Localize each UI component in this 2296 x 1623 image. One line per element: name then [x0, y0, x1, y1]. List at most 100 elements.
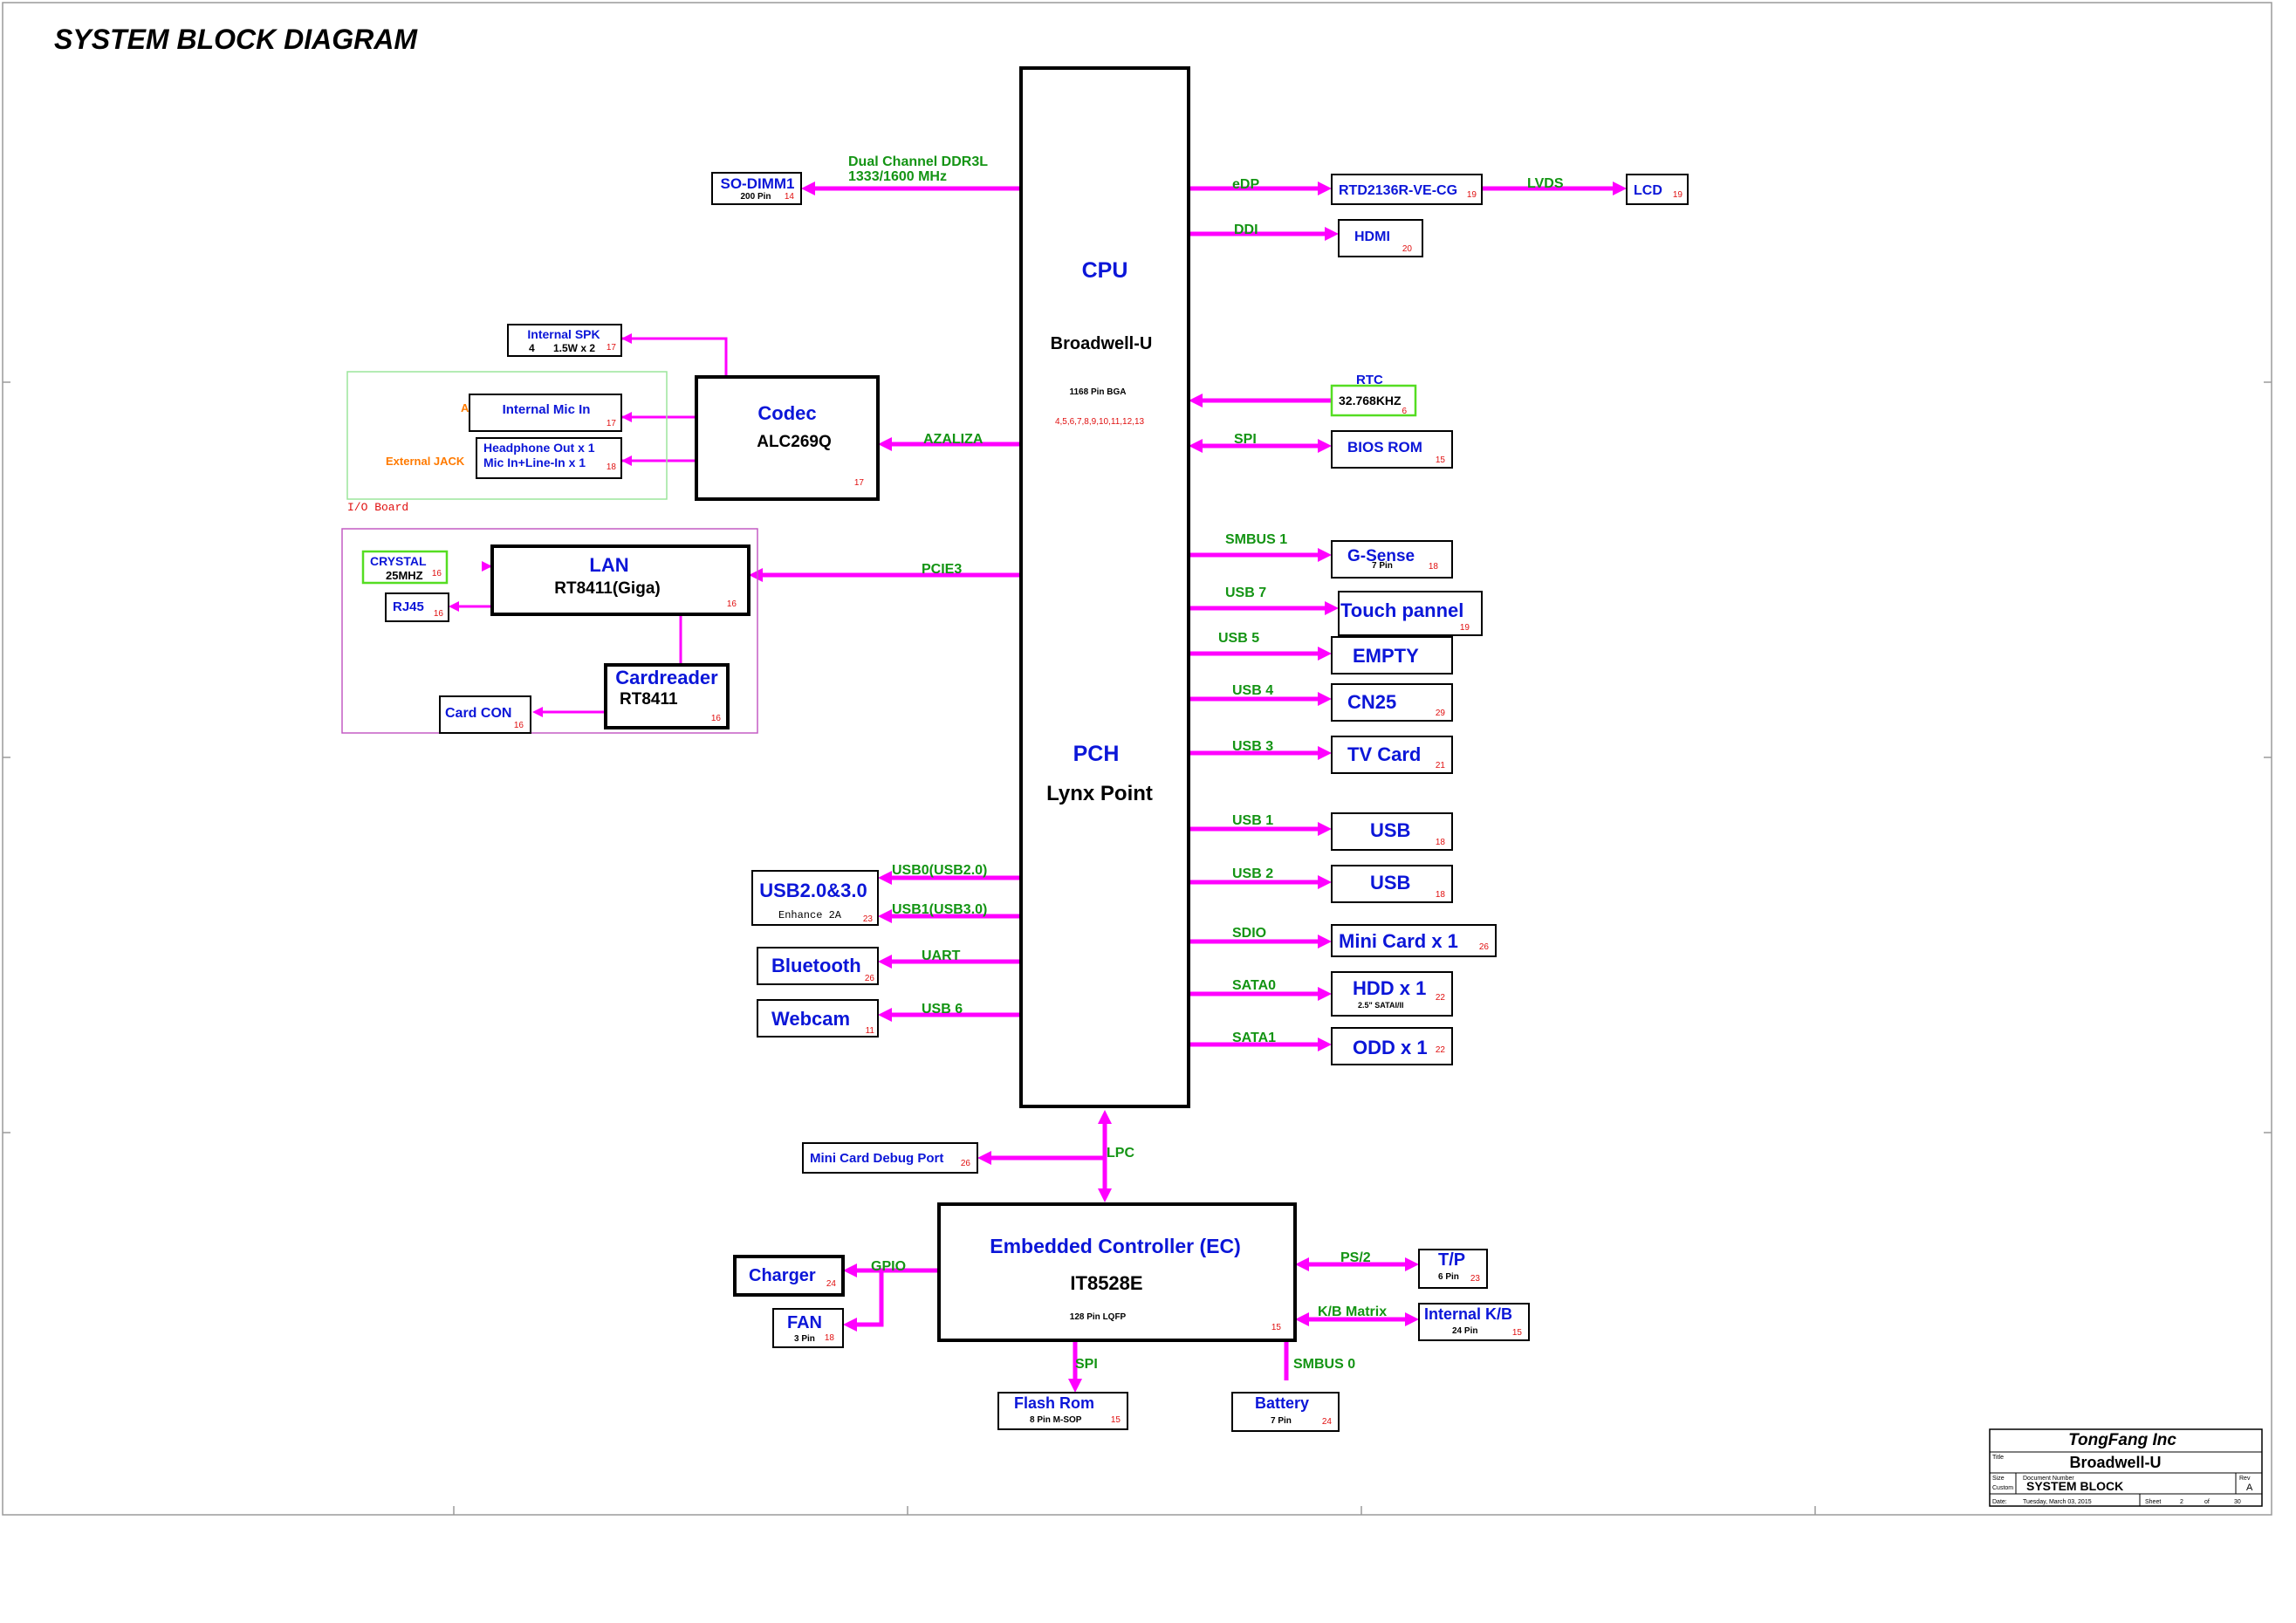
debug-port-box: Mini Card Debug Port 26 — [802, 1142, 978, 1174]
lcd-page: 19 — [1673, 190, 1683, 200]
rtc-crystal-name: 32.768KHZ — [1339, 394, 1402, 407]
rj45-page: 16 — [434, 609, 444, 619]
fan-box: FAN 3 Pin 18 — [772, 1308, 844, 1348]
rev-caption: Rev — [2239, 1476, 2251, 1482]
fan-page: 18 — [825, 1333, 835, 1343]
rj45-name: RJ45 — [393, 599, 424, 614]
port-page: 19 — [1460, 623, 1470, 633]
touchpad-sub: 6 Pin — [1438, 1272, 1459, 1282]
port-name: ODD x 1 — [1353, 1037, 1428, 1058]
flash-rom-name: Flash Rom — [1014, 1394, 1094, 1412]
touchpad-page: 23 — [1470, 1274, 1481, 1284]
ec-name: IT8528E — [1070, 1272, 1142, 1294]
pcie3-label: PCIE3 — [922, 562, 962, 577]
rtd-box: RTD2136R-VE-CG 19 — [1331, 174, 1483, 205]
bios-spi-label: SPI — [1234, 432, 1257, 447]
headphone-line2: Mic In+Line-In x 1 — [483, 455, 586, 469]
hdmi-name: HDMI — [1354, 229, 1390, 244]
diagram-title: SYSTEM BLOCK DIAGRAM — [54, 24, 418, 55]
codec-page: 17 — [854, 478, 865, 488]
port-bus-label: USB 2 — [1232, 866, 1273, 881]
headphone-box: Headphone Out x 1 Mic In+Line-In x 1 18 — [476, 437, 622, 479]
flash-rom-page: 15 — [1111, 1415, 1121, 1425]
ec-page: 15 — [1271, 1323, 1282, 1332]
crystal-name: CRYSTAL — [370, 554, 427, 568]
port-page: 22 — [1436, 993, 1446, 1003]
io-board-label: I/O Board — [347, 501, 408, 514]
touchpad-name: T/P — [1438, 1250, 1465, 1270]
bluetooth-page: 26 — [865, 974, 875, 983]
ddi-label: DDI — [1234, 223, 1258, 237]
internal-spk-count: 4 — [529, 342, 535, 354]
g-sense-box: G-Sense 7 Pin 18 — [1331, 540, 1453, 579]
port-bus-label: USB 3 — [1232, 739, 1273, 754]
codec-label: Codec — [757, 402, 816, 424]
hdmi-box: HDMI 20 — [1338, 219, 1423, 257]
card-con-page: 16 — [514, 721, 524, 730]
port-bus-label: USB 1 — [1232, 813, 1273, 828]
rtd-name: RTD2136R-VE-CG — [1339, 183, 1457, 198]
rtd-page: 19 — [1467, 190, 1477, 200]
port-bus-label: SATA0 — [1232, 978, 1276, 993]
bios-rom-page: 15 — [1436, 455, 1446, 465]
company-name: TongFang Inc — [2068, 1431, 2176, 1449]
usb-combo-sub: Enhance 2A — [778, 909, 842, 921]
internal-spk-page: 17 — [607, 343, 617, 353]
flash-rom-sub: 8 Pin M-SOP — [1030, 1415, 1082, 1425]
port-bus-label: SDIO — [1232, 926, 1266, 941]
memory-speed-label: 1333/1600 MHz — [848, 169, 947, 184]
date-value: Tuesday, March 03, 2015 — [2023, 1499, 2092, 1505]
lcd-box: LCD 19 — [1626, 174, 1689, 205]
crystal-freq: 25MHZ — [386, 569, 423, 582]
bios-rom-name: BIOS ROM — [1347, 439, 1422, 455]
port-page: 18 — [1436, 838, 1446, 847]
port-bus-label: SATA1 — [1232, 1031, 1276, 1045]
uart-label: UART — [922, 948, 961, 963]
codec-name: ALC269Q — [757, 433, 832, 451]
port-bus-label: USB 7 — [1225, 586, 1266, 600]
internal-mic-name: Internal Mic In — [503, 402, 591, 417]
hdmi-page: 20 — [1402, 244, 1413, 254]
card-con-name: Card CON — [445, 706, 511, 721]
bluetooth-box: Bluetooth 26 — [757, 947, 879, 985]
battery-sub: 7 Pin — [1271, 1416, 1292, 1426]
port-name: Touch pannel — [1340, 599, 1463, 621]
tv-card-box: TV Card 21 — [1331, 736, 1453, 774]
ps2-label: PS/2 — [1340, 1250, 1371, 1265]
lan-name: RT8411(Giga) — [554, 579, 660, 598]
cardreader-box: Cardreader RT8411 16 — [604, 663, 730, 729]
date-caption: Date: — [1992, 1499, 2007, 1505]
usb2-box: USB 18 — [1331, 865, 1453, 903]
port-name: HDD x 1 — [1353, 977, 1426, 999]
card-con-box: Card CON 16 — [439, 695, 531, 734]
codec-box: Codec ALC269Q 17 — [695, 375, 880, 501]
port-page: 26 — [1479, 942, 1490, 952]
usb-combo-name: USB2.0&3.0 — [759, 880, 867, 901]
total-value: 30 — [2234, 1499, 2241, 1505]
crystal-box: CRYSTAL 25MHZ 16 — [361, 550, 449, 585]
sheet-value: 2 — [2180, 1499, 2183, 1505]
border-ticks — [3, 381, 2272, 1515]
cpu-name: Broadwell-U — [1051, 334, 1153, 353]
internal-spk-spec: 1.5W x 2 — [553, 342, 595, 354]
bus-wires — [449, 181, 1627, 1393]
title-block: TongFang Inc Title Broadwell-U Size Cust… — [1989, 1428, 2263, 1507]
internal-mic-page: 17 — [607, 419, 617, 428]
crystal-page: 16 — [432, 569, 442, 579]
lan-box: LAN RT8411(Giga) 16 — [490, 544, 750, 616]
of-caption: of — [2204, 1499, 2210, 1505]
port-bus-label: SMBUS 1 — [1225, 532, 1287, 547]
battery-name: Battery — [1255, 1394, 1309, 1412]
rtc-crystal-page: 6 — [1402, 407, 1407, 416]
lan-group-outline — [341, 528, 758, 734]
port-bus-label: USB 4 — [1232, 683, 1273, 698]
odd-box: ODD x 1 22 — [1331, 1027, 1453, 1065]
fan-name: FAN — [787, 1313, 822, 1332]
mini-card-box: Mini Card x 1 26 — [1331, 924, 1497, 957]
port-page: 18 — [1436, 890, 1446, 900]
ec-package: 128 Pin LQFP — [1070, 1312, 1127, 1322]
kb-matrix-label: K/B Matrix — [1318, 1305, 1387, 1319]
port-name: Mini Card x 1 — [1339, 930, 1458, 952]
usb0-label: USB0(USB2.0) — [892, 863, 987, 878]
